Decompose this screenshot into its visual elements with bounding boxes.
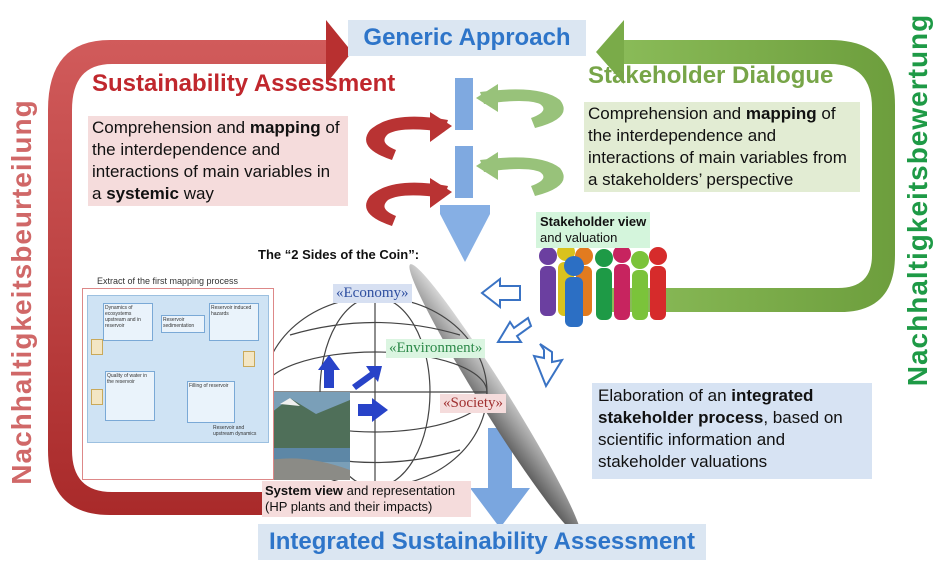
hydropower-photo [262,392,350,480]
system-view-label: System view and representation (HP plant… [262,481,471,517]
mapping-box-upstream: Reservoir and upstream dynamics [213,425,257,437]
right-description: Comprehension and mapping of the interde… [584,102,860,192]
blue-flow-bar-2 [455,146,473,198]
right-vertical-label: Nachhaltigkeitsbewertung [902,13,933,387]
outline-arrow-society [532,343,565,389]
outline-arrow-environment [496,316,533,343]
coin-title: The “2 Sides of the Coin”: [258,247,420,262]
red-loop-arrowhead [326,20,352,84]
left-description: Comprehension and mapping of the interde… [88,116,348,206]
stakeholder-figures [539,243,667,327]
outline-arrow-economy [480,276,521,310]
sustainability-assessment-title: Sustainability Assessment [92,70,396,97]
left-desc-text-1: Comprehension and [92,118,250,137]
green-loop-arrow [600,40,895,312]
blue-flow-arrow-bottom [470,428,530,528]
system-view-line2: (HP plants and their impacts) [265,499,433,514]
globe-arrow-up [318,355,340,388]
stakeholder-view-bold: Stakeholder view [540,214,647,229]
green-curl-arrow-1 [480,89,564,128]
stakeholder-view-label: Stakeholder view and valuation [536,212,651,248]
right-desc-text-1: Comprehension and [588,104,746,123]
globe-arrow-right-up [352,366,382,390]
system-view-bold: System view [265,483,344,498]
mapping-box-filling: Filling of reservoir [187,381,235,423]
green-loop-arrowhead [596,20,624,84]
green-curl-arrow-2 [480,157,564,196]
mapping-extract: Extract of the first mapping process Dyn… [82,276,274,480]
header-title: Generic Approach [348,20,586,56]
left-desc-text-3: way [178,184,214,203]
elaboration-box: Elaboration of an integrated stakeholder… [592,383,872,479]
blue-flow-arrow-top [440,205,490,262]
left-vertical-label: Nachhaltigkeitsbeurteilung [6,99,37,485]
mapping-box-dynamics: Dynamics of ecosystems upstream and in r… [103,303,153,341]
elaboration-bold: integrated stakeholder process [598,386,814,427]
footer-title: Integrated Sustainability Assessment [258,524,706,560]
mapping-box-hazards: Reservoir induced hazards [209,303,259,341]
mapping-note-3 [243,351,255,367]
environment-label: «Environment» [386,339,486,358]
left-desc-bold-2: systemic [106,184,179,203]
elaboration-text-1: Elaboration of an [598,386,732,405]
globe-arrow-right [358,398,388,422]
left-desc-text-2: of the interdependence and interactions … [92,118,340,203]
economy-label: «Economy» [333,284,412,303]
stakeholder-dialogue-title: Stakeholder Dialogue [588,62,834,89]
right-desc-text-2: of the interdependence and interactions … [588,104,847,189]
society-label: «Society» [440,394,506,413]
right-desc-bold-1: mapping [745,104,817,123]
red-curl-arrow-1 [366,116,448,160]
elaboration-text-2: , based on scientific information and st… [598,408,843,471]
mapping-note-1 [91,339,103,355]
blue-flow-bar-1 [455,78,473,130]
system-view-rest: and representation [343,483,456,498]
mapping-note-2 [91,389,103,405]
mapping-caption: Extract of the first mapping process [97,276,239,286]
mapping-box-quality: Quality of water in the reservoir [105,371,155,421]
stakeholder-view-rest: and valuation [540,230,618,245]
left-desc-bold-1: mapping [249,118,321,137]
mapping-box-sedimentation: Reservoir sedimentation [161,315,205,333]
red-curl-arrow-2 [366,182,448,226]
